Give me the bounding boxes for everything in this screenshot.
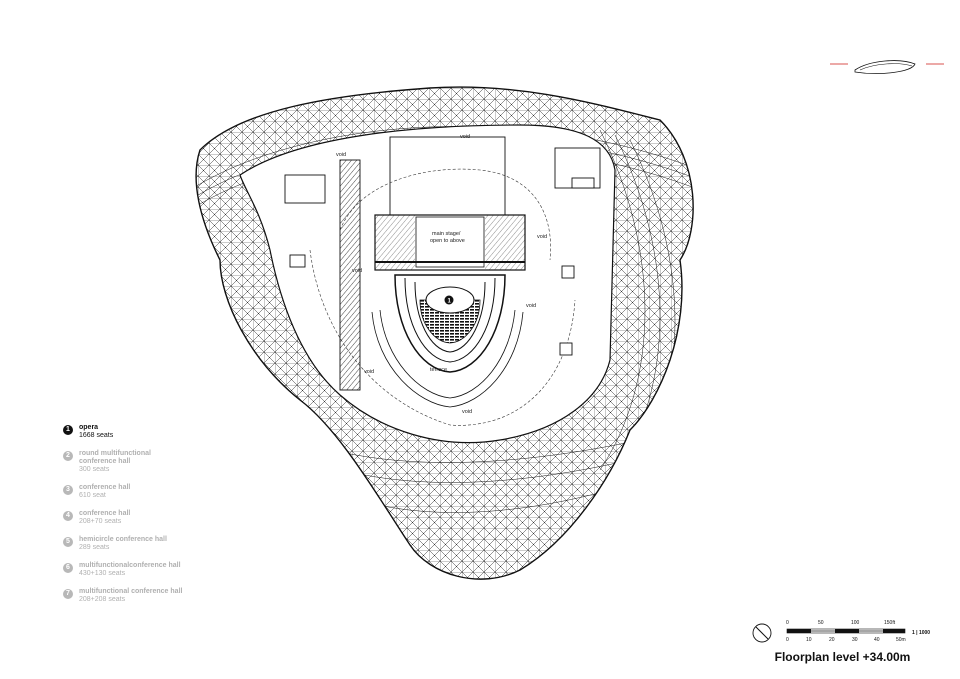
legend-name: round multifunctional conference hall: [79, 450, 151, 465]
legend-seats: 300 seats: [79, 466, 110, 473]
void-label: void: [336, 152, 346, 158]
void-label: void: [537, 234, 547, 240]
room-labels: void void void void void void void main …: [336, 134, 547, 415]
legend-name: opera: [79, 424, 99, 431]
legend-seats: 610 seat: [79, 492, 106, 499]
void-label: void: [462, 409, 472, 415]
legend-seats: 289 seats: [79, 544, 110, 551]
legend-name: multifunctional conference hall: [79, 588, 183, 595]
legend-name: multifunctionalconference hall: [79, 562, 181, 569]
terrace-label: terrace: [430, 367, 447, 373]
dashed-outline: [309, 168, 576, 426]
legend-number: 6: [63, 563, 73, 573]
north-arrow-icon: [752, 623, 772, 643]
scale-bar: 0 50 100 150ft 0 10 20 30 40 50m 1 | 100…: [786, 620, 930, 643]
scale-tick-ft: 50: [818, 620, 824, 626]
main-stage-label: open to above: [430, 238, 465, 244]
scale-tick-m: 10: [806, 637, 812, 643]
opera-marker-number: 1: [448, 299, 452, 305]
scale-tick-m: 40: [874, 637, 880, 643]
void-label: void: [352, 268, 362, 274]
legend-item-hemicircle-hall: 5 hemicircle conference hall 289 seats: [63, 536, 263, 562]
opera-marker: [444, 295, 454, 305]
scale-tick-m: 0: [786, 637, 789, 643]
legend-number: 2: [63, 451, 73, 461]
plan-title: Floorplan level +34.00m: [774, 650, 911, 664]
legend-name: conference hall: [79, 510, 131, 517]
void-label: void: [526, 303, 536, 309]
legend-number: 3: [63, 485, 73, 495]
legend-seats: 208+70 seats: [79, 518, 122, 525]
legend-item-conference-hall-4: 4 conference hall 208+70 seats: [63, 510, 263, 536]
key-plan: [830, 60, 944, 74]
main-stage: [374, 136, 526, 271]
scale-ratio: 1 | 1000: [912, 630, 930, 636]
legend-seats: 430+130 seats: [79, 570, 126, 577]
legend-name: conference hall: [79, 484, 131, 491]
legend-item-multifunctional-hall-7: 7 multifunctional conference hall 208+20…: [63, 588, 263, 614]
legend: 1 opera 1668 seats 2 round multifunction…: [63, 424, 263, 614]
legend-number: 4: [63, 511, 73, 521]
legend-item-round-hall: 2 round multifunctional conference hall …: [63, 450, 263, 484]
opera-auditorium: [371, 274, 524, 408]
main-stage-label: main stage/: [432, 231, 461, 237]
void-label: void: [460, 134, 470, 140]
scale-tick-m: 50m: [896, 637, 906, 643]
void-label: void: [364, 369, 374, 375]
legend-item-multifunctional-hall-6: 6 multifunctionalconference hall 430+130…: [63, 562, 263, 588]
legend-number: 5: [63, 537, 73, 547]
scale-tick-m: 30: [852, 637, 858, 643]
scale-tick-ft: 0: [786, 620, 789, 626]
legend-number: 1: [63, 425, 73, 435]
legend-item-conference-hall-3: 3 conference hall 610 seat: [63, 484, 263, 510]
legend-seats: 208+208 seats: [79, 596, 126, 603]
scale-tick-ft: 100: [851, 620, 860, 626]
legend-item-opera: 1 opera 1668 seats: [63, 424, 263, 450]
side-cores: [284, 147, 601, 391]
scale-tick-ft: 150ft: [884, 620, 896, 626]
legend-seats: 1668 seats: [79, 432, 114, 439]
scale-tick-m: 20: [829, 637, 835, 643]
legend-name: hemicircle conference hall: [79, 536, 167, 543]
legend-number: 7: [63, 589, 73, 599]
